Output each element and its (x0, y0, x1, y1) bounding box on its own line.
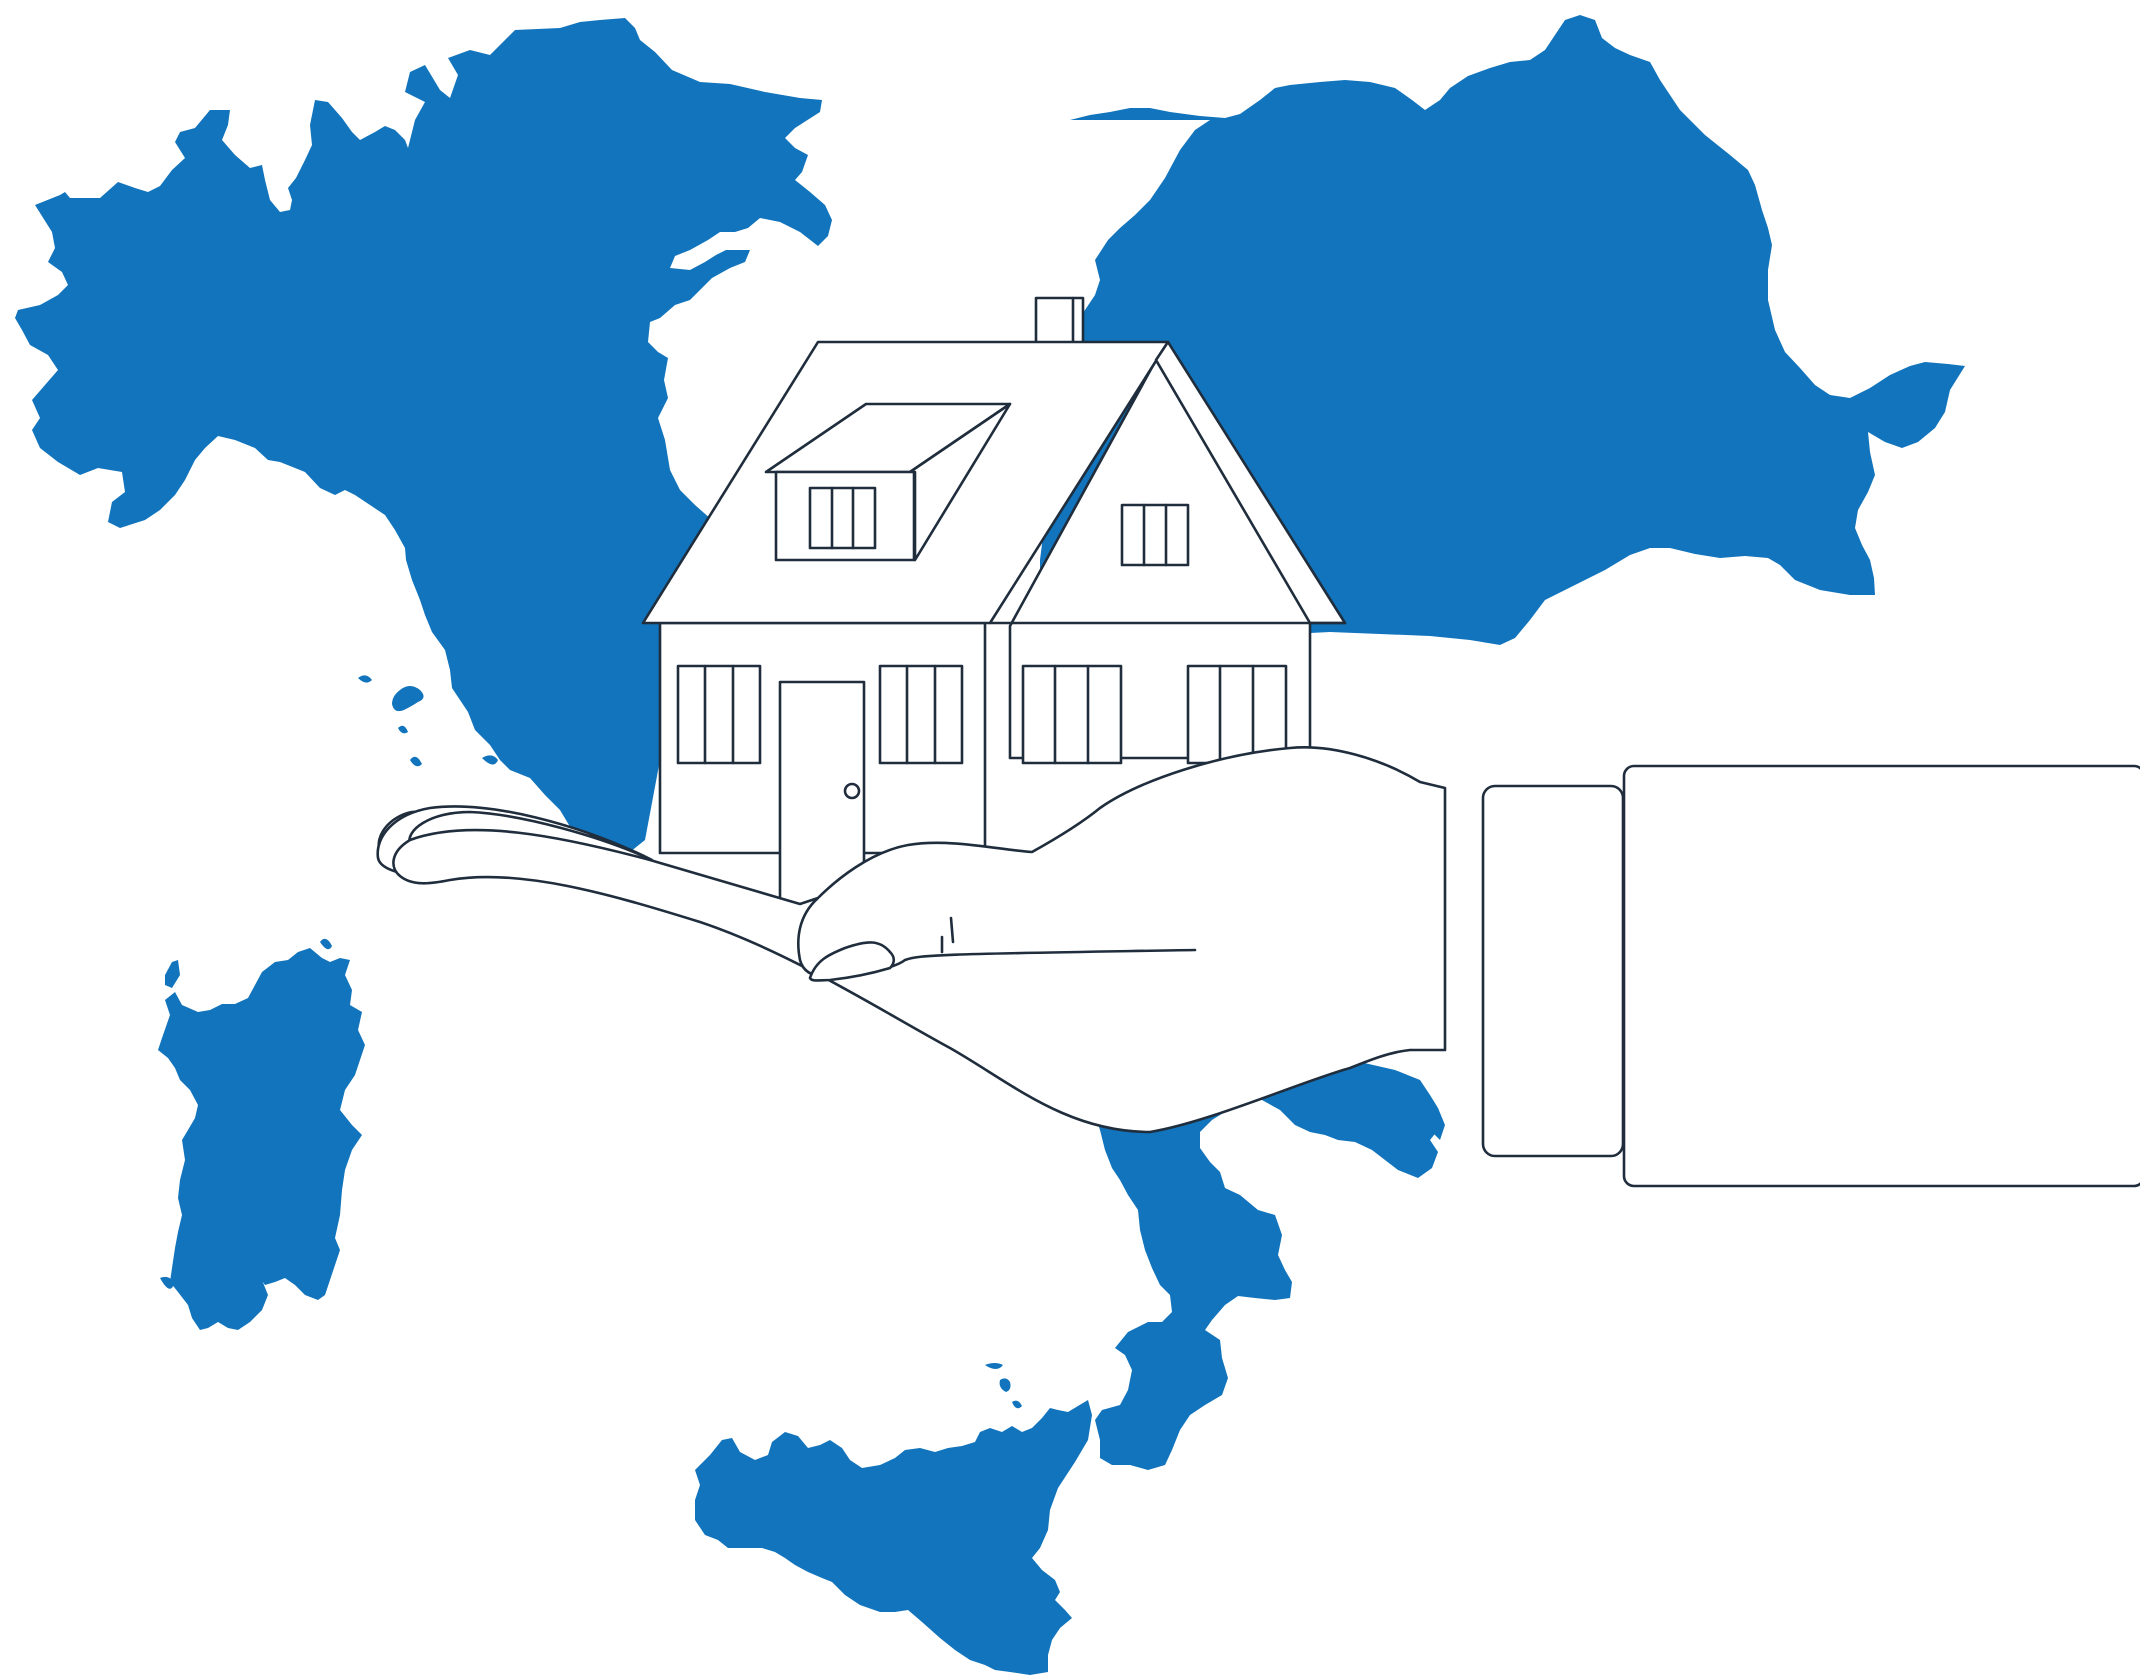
jacket-sleeve (1622, 764, 2140, 1188)
map-islet-2 (392, 686, 424, 712)
map-mainland-north (15, 18, 832, 860)
map-sardinia-islet (160, 1276, 174, 1289)
window-side-right (1186, 664, 1288, 765)
window-left (676, 664, 762, 765)
hand-icon (376, 746, 1447, 1134)
map-sardinia (158, 948, 365, 1330)
map-islet-5 (482, 755, 498, 765)
map-corsica-tip (320, 938, 332, 950)
map-islet-1 (358, 675, 372, 683)
dormer-window (808, 486, 877, 550)
sleeve-cuff (1481, 764, 2140, 1188)
map-sicily (695, 1400, 1092, 1675)
window-side-left (1021, 664, 1123, 765)
map-aeolian-2 (999, 1378, 1011, 1392)
house-icon (641, 296, 1347, 914)
window-middle (878, 664, 964, 765)
map-aeolian-3 (1012, 1400, 1022, 1409)
map-islet-4 (410, 756, 422, 767)
map-islet-3 (398, 725, 408, 734)
map-aeolian-1 (985, 1363, 1003, 1369)
thumbnail (808, 941, 896, 982)
shirt-cuff (1481, 784, 1625, 1158)
italy-map (15, 15, 1965, 1675)
map-mainland-east (1040, 15, 1965, 645)
gable-window (1120, 503, 1190, 567)
map-mainland-south (1060, 1030, 1442, 1470)
door-knob (843, 782, 861, 800)
map-apulia (1300, 1058, 1445, 1140)
